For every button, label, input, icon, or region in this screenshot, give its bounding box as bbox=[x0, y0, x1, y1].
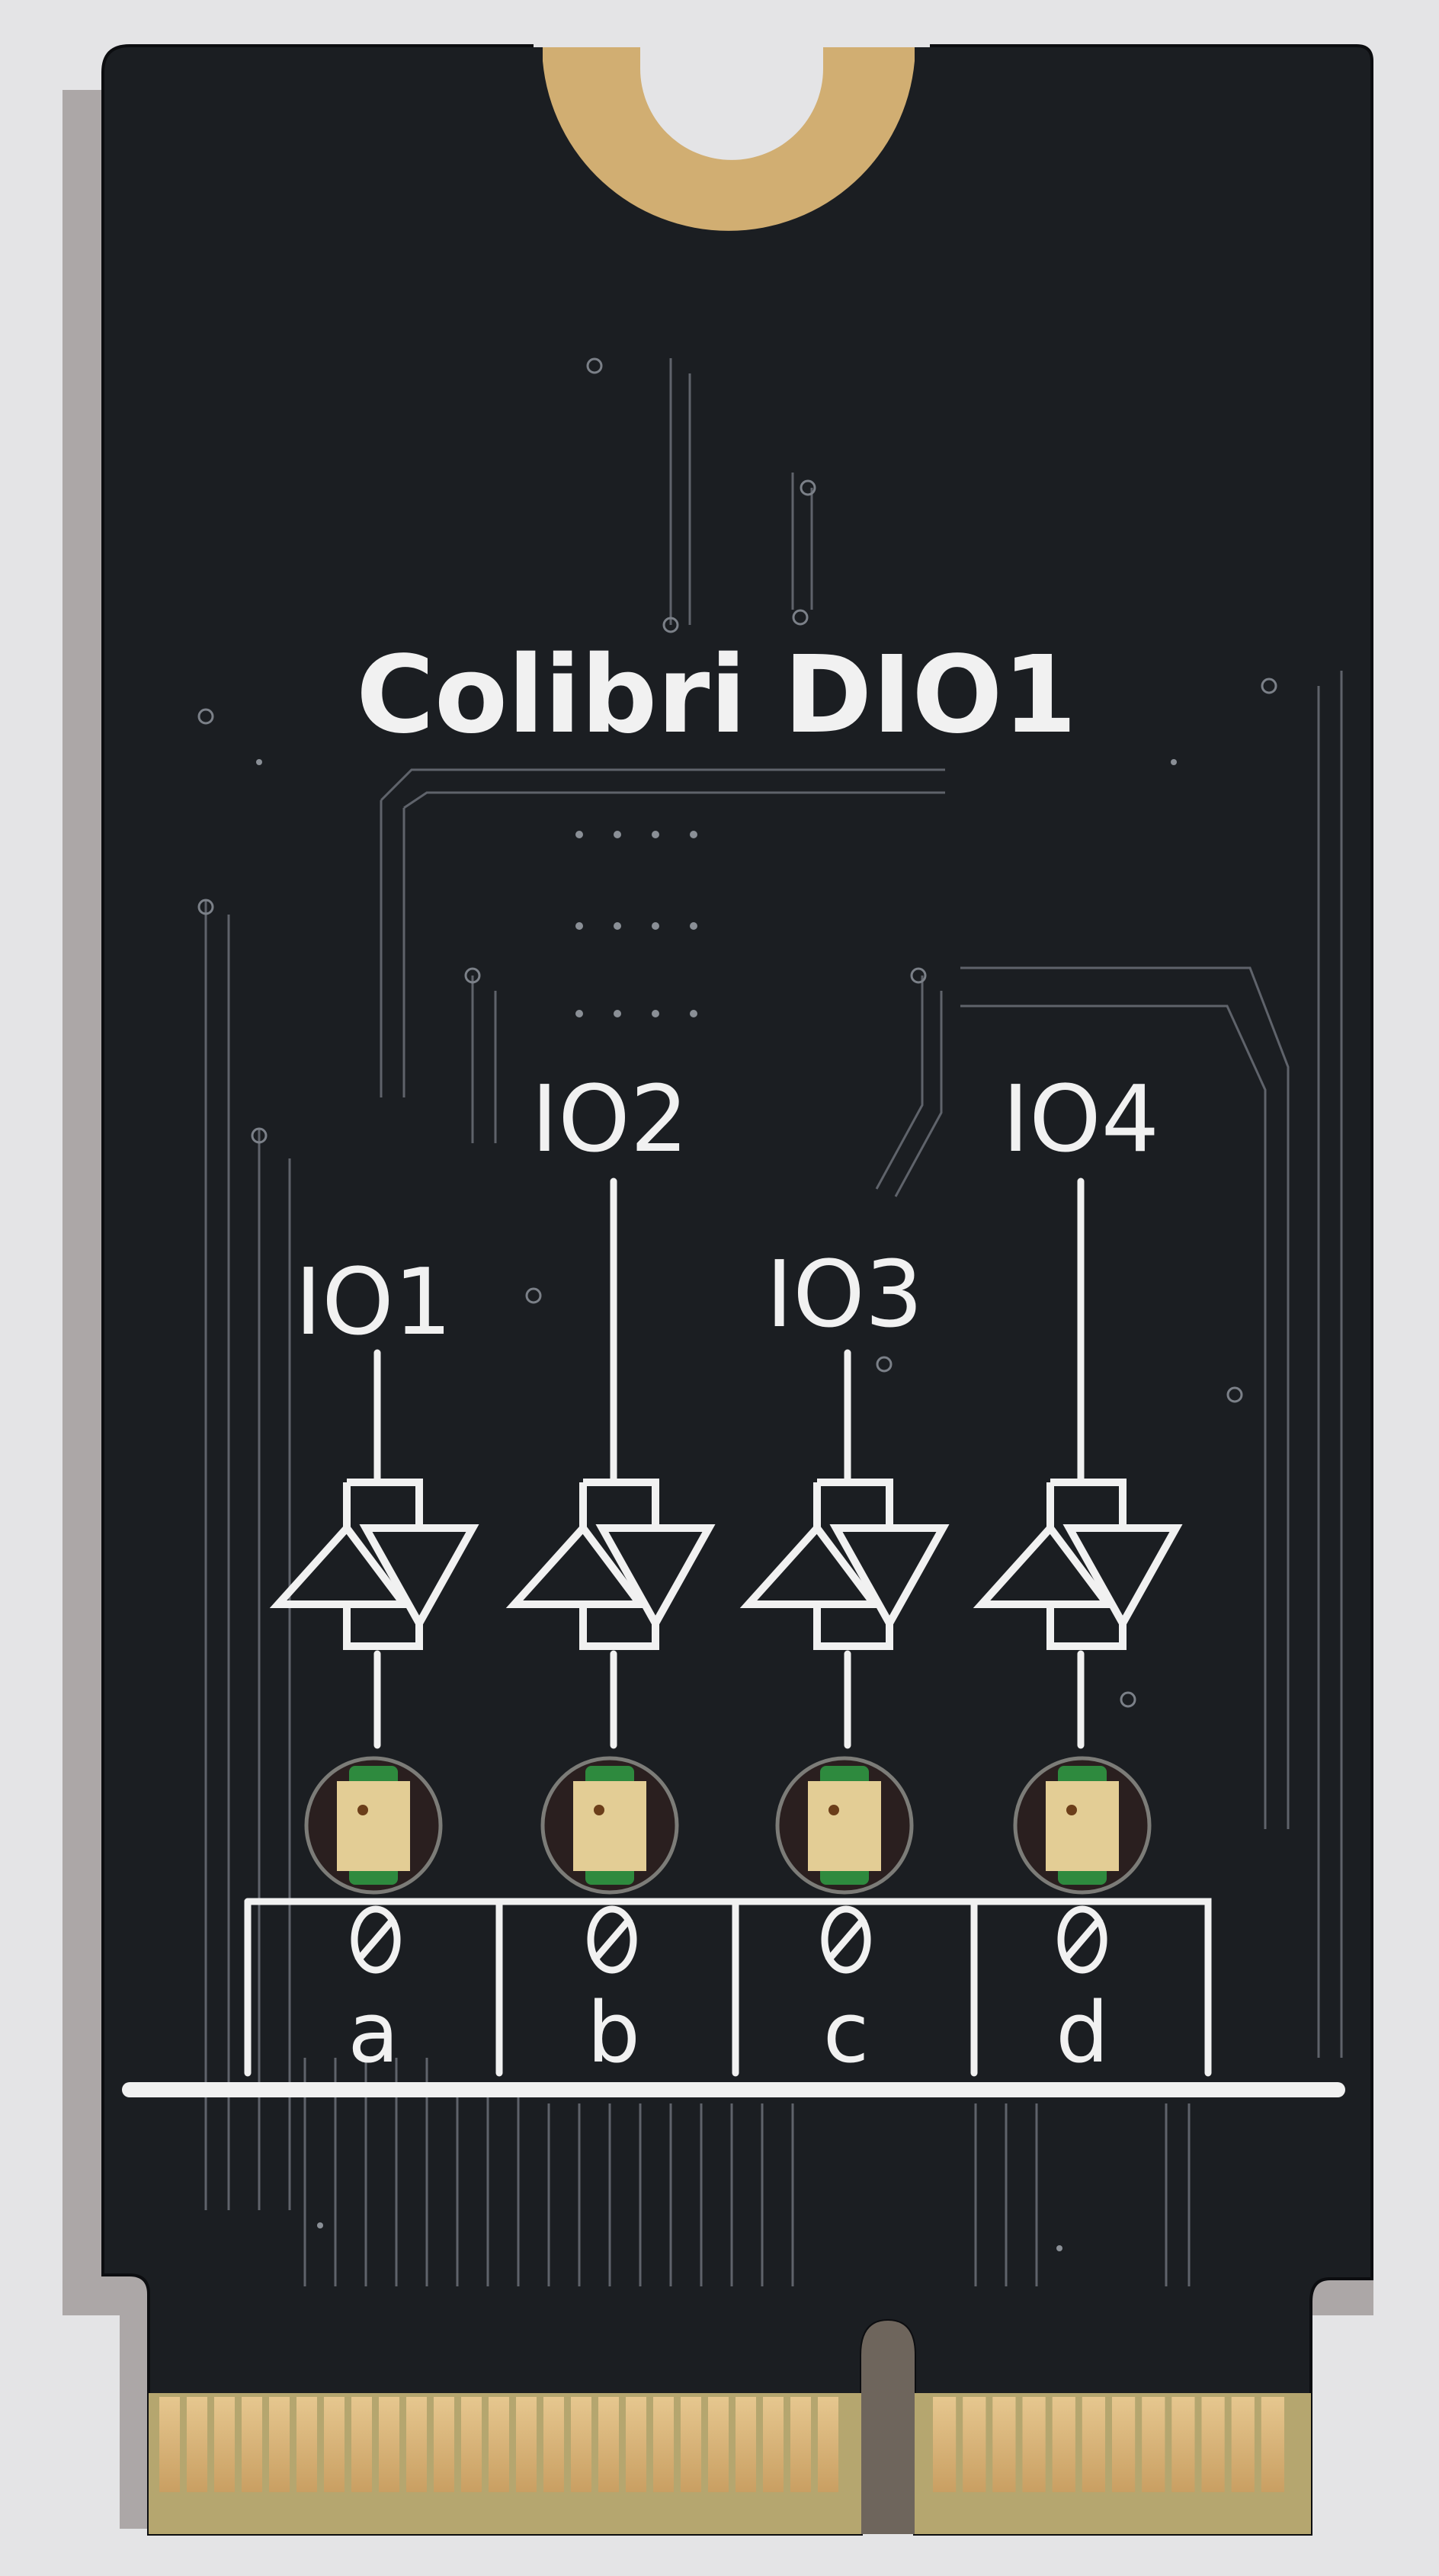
gold-finger bbox=[571, 2397, 591, 2492]
io-label-3: IO3 bbox=[766, 1242, 923, 1348]
channel-label-b: b bbox=[587, 1984, 640, 2081]
tvs-diodes bbox=[269, 1479, 1183, 1650]
gold-finger bbox=[1052, 2397, 1075, 2492]
gold-finger bbox=[379, 2397, 399, 2492]
pcb-board bbox=[101, 44, 1373, 2536]
gold-finger bbox=[933, 2397, 957, 2492]
edge-connector-left bbox=[159, 2397, 838, 2492]
diode-pair-2 bbox=[505, 1479, 716, 1650]
gold-finger bbox=[598, 2397, 619, 2492]
key-notch bbox=[861, 2321, 915, 2534]
io-label-2: IO2 bbox=[531, 1067, 688, 1173]
gold-finger bbox=[681, 2397, 701, 2492]
polarity-marks bbox=[351, 1905, 1107, 1974]
copper-traces bbox=[204, 358, 1343, 2286]
gold-finger bbox=[763, 2397, 784, 2492]
gold-finger bbox=[214, 2397, 235, 2492]
board-title: Colibri DIO1 bbox=[356, 633, 1077, 758]
diode-pair-3 bbox=[739, 1479, 950, 1650]
gold-finger bbox=[1142, 2397, 1165, 2492]
leds bbox=[304, 1756, 1152, 1895]
gold-finger bbox=[296, 2397, 317, 2492]
diode-pair-4 bbox=[973, 1479, 1183, 1650]
gold-finger bbox=[653, 2397, 674, 2492]
gold-finger bbox=[992, 2397, 1016, 2492]
gold-finger bbox=[818, 2397, 838, 2492]
gold-finger bbox=[406, 2397, 427, 2492]
edge-connector-right bbox=[933, 2397, 1284, 2492]
gold-finger bbox=[434, 2397, 454, 2492]
gold-finger bbox=[543, 2397, 564, 2492]
gold-finger bbox=[242, 2397, 262, 2492]
gold-finger bbox=[516, 2397, 537, 2492]
gold-finger bbox=[1231, 2397, 1255, 2492]
channel-label-a: a bbox=[348, 1984, 399, 2081]
gold-finger bbox=[736, 2397, 756, 2492]
gold-finger bbox=[187, 2397, 207, 2492]
gold-finger bbox=[351, 2397, 372, 2492]
gold-finger bbox=[790, 2397, 811, 2492]
gold-finger bbox=[1171, 2397, 1195, 2492]
mounting-notch bbox=[534, 30, 930, 231]
diode-pair-1 bbox=[269, 1479, 479, 1650]
schematic-lines bbox=[122, 1177, 1345, 2097]
gold-finger bbox=[1112, 2397, 1136, 2492]
gold-finger bbox=[708, 2397, 729, 2492]
led-4 bbox=[1013, 1756, 1152, 1895]
channel-label-d: d bbox=[1056, 1984, 1109, 2081]
led-2 bbox=[540, 1756, 679, 1895]
gold-finger bbox=[159, 2397, 180, 2492]
gold-finger bbox=[963, 2397, 986, 2492]
gold-finger bbox=[1201, 2397, 1225, 2492]
gold-finger bbox=[269, 2397, 290, 2492]
gold-finger bbox=[626, 2397, 646, 2492]
gold-finger bbox=[324, 2397, 345, 2492]
led-1 bbox=[304, 1756, 443, 1895]
gold-finger bbox=[461, 2397, 482, 2492]
via-grid bbox=[256, 759, 1177, 2251]
gold-finger bbox=[489, 2397, 509, 2492]
io-label-1: IO1 bbox=[295, 1250, 452, 1356]
gold-finger bbox=[1082, 2397, 1105, 2492]
gold-finger bbox=[1261, 2397, 1284, 2492]
channel-label-c: c bbox=[823, 1984, 869, 2081]
led-3 bbox=[775, 1756, 914, 1895]
io-label-4: IO4 bbox=[1002, 1067, 1159, 1173]
gold-finger bbox=[1022, 2397, 1046, 2492]
vias bbox=[197, 357, 1277, 1708]
